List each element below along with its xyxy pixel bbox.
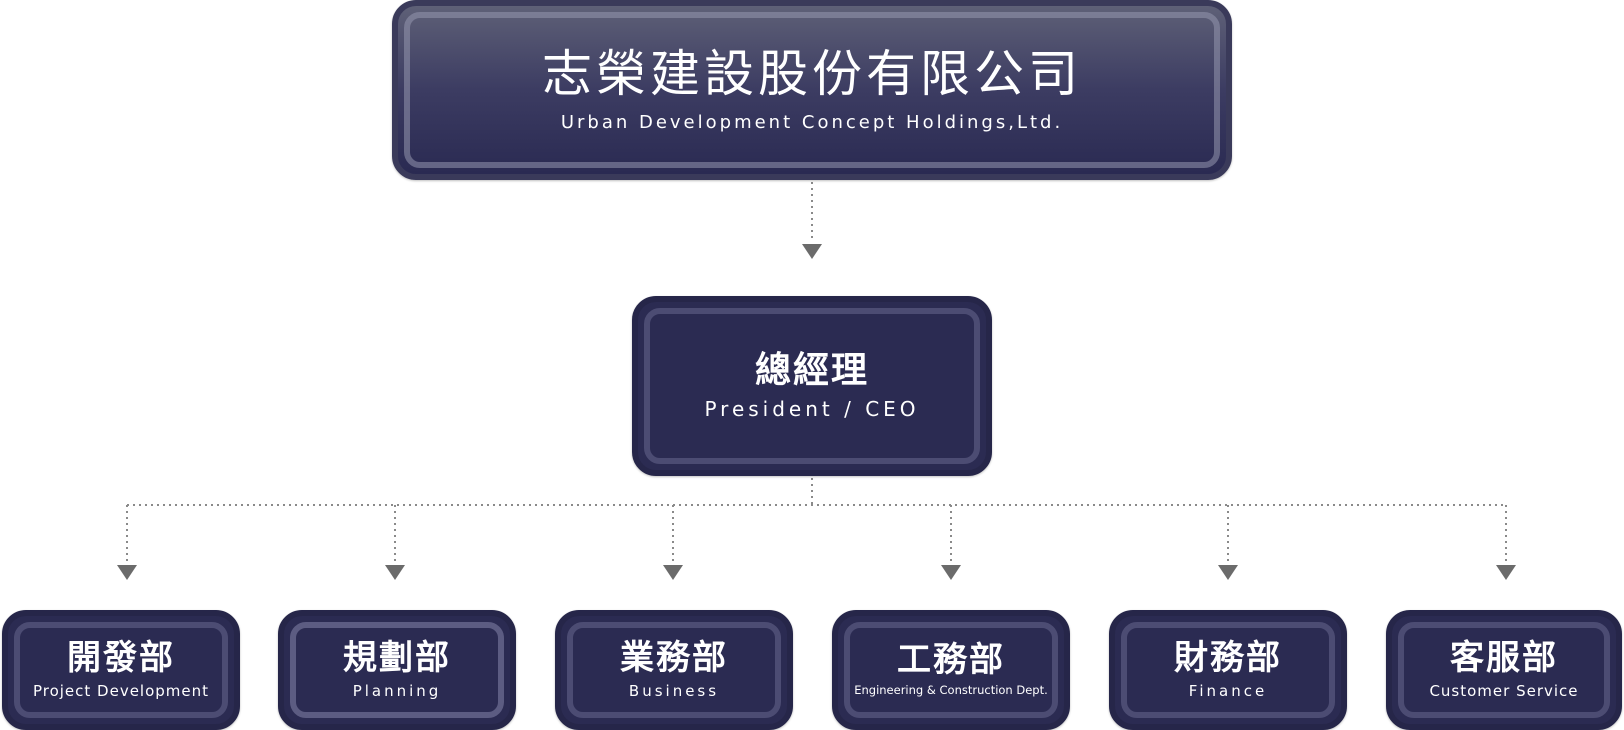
dept-name-en: Customer Service bbox=[1429, 681, 1579, 700]
arrow-dept-5 bbox=[1496, 565, 1516, 580]
dept-name-zh: 財務部 bbox=[1174, 638, 1282, 679]
arrow-dept-3 bbox=[941, 565, 961, 580]
ceo-title-en: President / CEO bbox=[704, 396, 920, 421]
dept-name-en: Engineering & Construction Dept. bbox=[854, 682, 1048, 697]
dept-box-planning: 規劃部 Planning bbox=[278, 610, 516, 730]
arrow-dept-2 bbox=[663, 565, 683, 580]
dept-box-project-development: 開發部 Project Development bbox=[2, 610, 240, 730]
dept-name-zh: 工務部 bbox=[897, 640, 1005, 681]
dept-box-business: 業務部 Business bbox=[555, 610, 793, 730]
dept-box-customer-service: 客服部 Customer Service bbox=[1386, 610, 1622, 730]
arrow-dept-4 bbox=[1218, 565, 1238, 580]
dept-name-en: Project Development bbox=[32, 681, 210, 700]
dept-box-engineering: 工務部 Engineering & Construction Dept. bbox=[832, 610, 1070, 730]
company-box: 志榮建設股份有限公司 Urban Development Concept Hol… bbox=[392, 0, 1232, 180]
arrow-dept-1 bbox=[385, 565, 405, 580]
company-name-en: Urban Development Concept Holdings,Ltd. bbox=[560, 111, 1064, 133]
dept-name-en: Business bbox=[628, 681, 720, 700]
dept-name-en: Planning bbox=[352, 681, 442, 700]
dept-name-zh: 業務部 bbox=[620, 638, 728, 679]
dept-box-finance: 財務部 Finance bbox=[1109, 610, 1347, 730]
arrow-ceo bbox=[802, 244, 822, 259]
dept-name-en: Finance bbox=[1188, 681, 1268, 700]
arrow-dept-0 bbox=[117, 565, 137, 580]
dept-name-zh: 規劃部 bbox=[343, 638, 451, 679]
ceo-box: 總經理 President / CEO bbox=[632, 296, 992, 476]
ceo-title-zh: 總經理 bbox=[754, 350, 869, 392]
dept-name-zh: 開發部 bbox=[67, 638, 175, 679]
company-name-zh: 志榮建設股份有限公司 bbox=[542, 44, 1082, 103]
dept-name-zh: 客服部 bbox=[1450, 638, 1558, 679]
